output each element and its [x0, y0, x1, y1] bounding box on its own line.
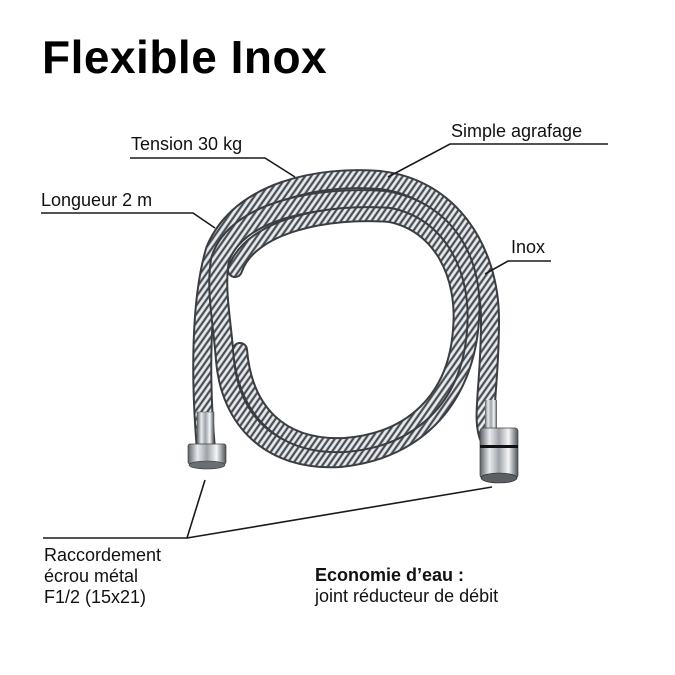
economie-heading: Economie d’eau : — [315, 565, 465, 585]
leader-tension — [130, 157, 296, 178]
leader-lines — [41, 143, 608, 539]
right-connector-nut — [479, 400, 519, 484]
economie-body: joint réducteur de débit — [315, 586, 499, 606]
callout-longueur: Longueur 2 m — [41, 190, 153, 210]
leader-inox — [484, 260, 551, 275]
raccordement-line-2: écrou métal — [44, 566, 139, 586]
leader-longueur — [41, 212, 216, 229]
leader-raccordement — [43, 479, 206, 539]
callout-raccordement: Raccordement écrou métal F1/2 (15x21) — [44, 545, 161, 608]
left-connector-nut — [187, 411, 227, 470]
raccordement-line-1: Raccordement — [44, 545, 162, 565]
raccordement-line-3: F1/2 (15x21) — [44, 587, 147, 607]
leader-agrafage — [387, 143, 608, 178]
callout-inox: Inox — [511, 237, 546, 257]
leader-raccordement-right — [186, 486, 493, 539]
callout-tension: Tension 30 kg — [131, 134, 243, 154]
callout-economie: Economie d’eau : joint réducteur de débi… — [315, 565, 498, 607]
page-title: Flexible Inox — [42, 31, 328, 83]
callout-agrafage: Simple agrafage — [451, 121, 583, 141]
hose-body — [192, 169, 501, 469]
